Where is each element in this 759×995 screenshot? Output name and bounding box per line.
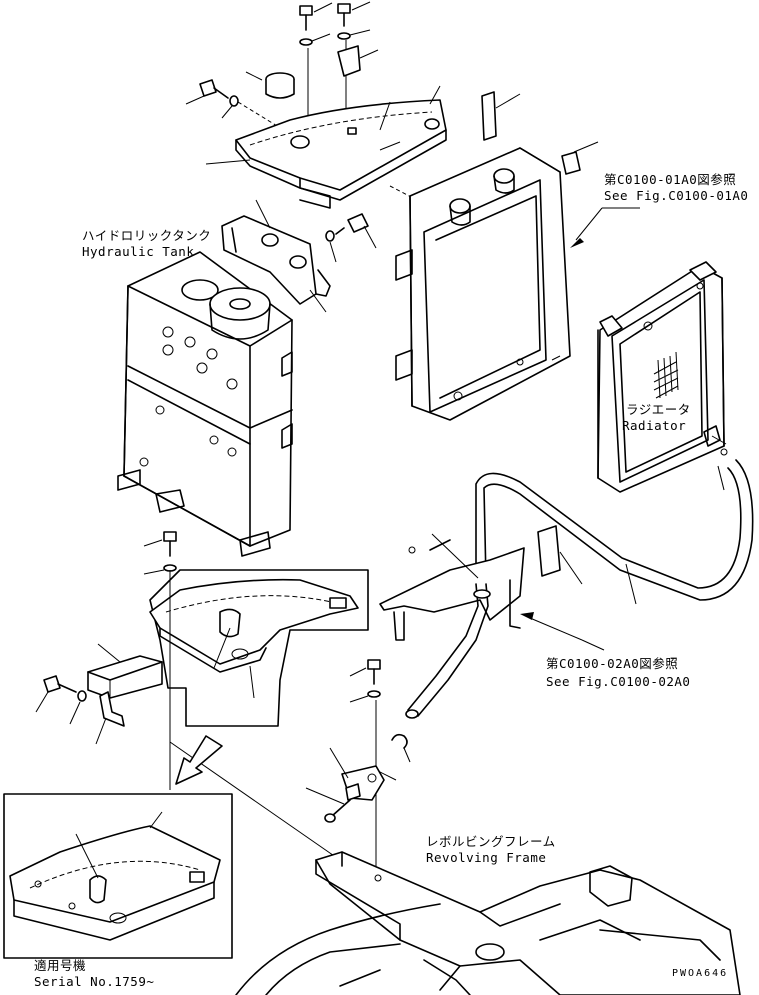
- see-fig-1-label-en: See Fig.C0100-01A0: [604, 188, 749, 203]
- inset-box: [3, 793, 233, 959]
- hydraulic-tank-label-en: Hydraulic Tank: [82, 244, 195, 259]
- drawing-code: PWOA646: [672, 968, 729, 979]
- hydraulic-tank-label-jp: ハイドロリックタンク: [82, 228, 212, 243]
- hydraulic-tank: [117, 251, 293, 557]
- mount-bracket: [329, 747, 397, 801]
- lower-bracket-outline: [149, 569, 369, 727]
- lower-bracket: [149, 578, 359, 699]
- serial-label-en: Serial No.1759~: [34, 974, 155, 989]
- spacer-block-2: [561, 141, 599, 175]
- spacer-block-1: [481, 91, 521, 141]
- radiator-shroud: [395, 147, 571, 421]
- fitting-valve: [305, 783, 361, 823]
- pipe: [405, 583, 491, 719]
- revolving-frame: [235, 851, 741, 995]
- tank-bracket-bolt: [325, 213, 377, 263]
- clamp-bolt: [35, 675, 87, 725]
- radiator-label-jp: ラジエータ: [626, 402, 691, 417]
- radiator: [597, 261, 728, 493]
- see-fig-1-label-jp: 第C0100-01A0図参照: [604, 172, 737, 187]
- revolving-frame-label-jp: レボルビングフレーム: [426, 834, 556, 849]
- see-fig-2-label-jp: 第C0100-02A0図参照: [546, 656, 679, 671]
- side-bolt-upper: [185, 79, 301, 141]
- cap: [245, 71, 295, 99]
- upper-bracket: [205, 85, 447, 213]
- hose-clip: [391, 733, 411, 763]
- clamp-block: [87, 643, 163, 699]
- serial-label-jp: 適用号機: [34, 958, 87, 973]
- support-structure: [379, 525, 583, 641]
- top-bolt-right: [337, 1, 379, 130]
- tank-bracket: [221, 199, 331, 313]
- inset-arrow: [175, 735, 223, 785]
- hose-fitting: [95, 691, 125, 745]
- radiator-label-en: Radiator: [622, 418, 687, 433]
- see-fig-arrow-1: [570, 207, 640, 248]
- see-fig-arrow-2: [520, 612, 605, 651]
- radiator-hose: [475, 459, 754, 605]
- see-fig-2-label-en: See Fig.C0100-02A0: [546, 674, 691, 689]
- revolving-frame-label-en: Revolving Frame: [426, 850, 547, 865]
